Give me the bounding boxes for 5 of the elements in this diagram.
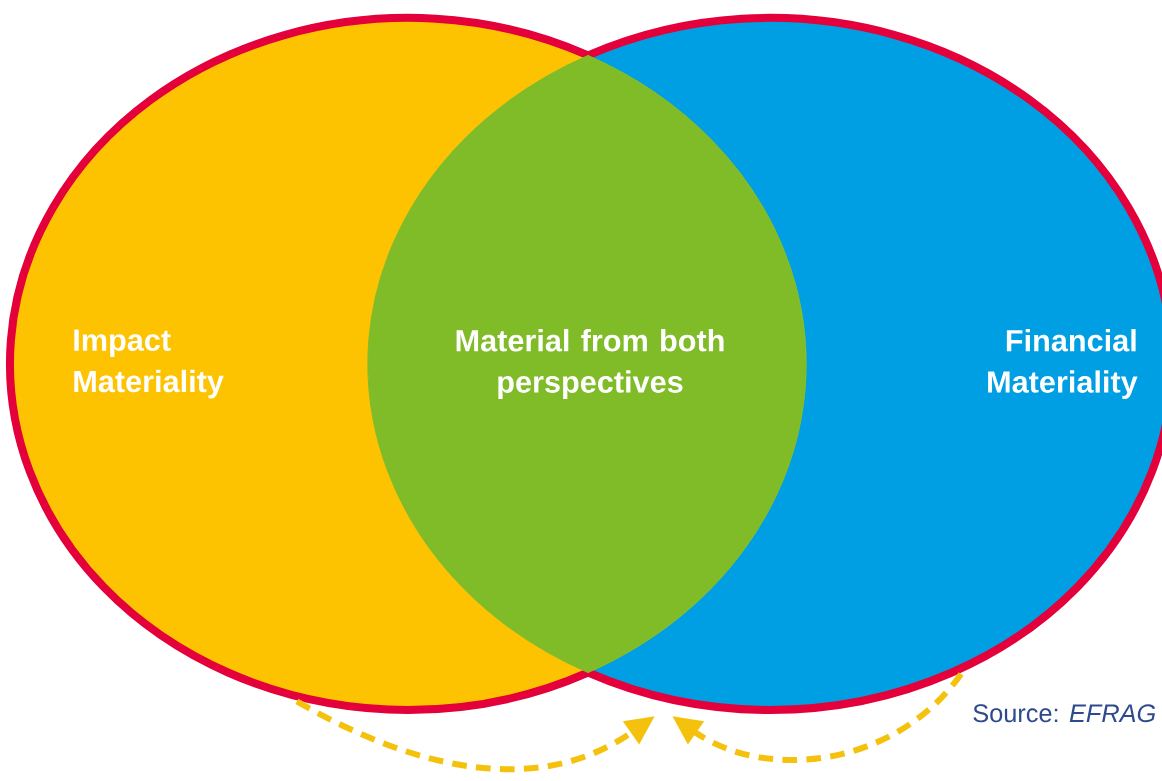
region-label: Material from both perspectives [456, 329, 724, 399]
circle-label: Impact Materiality [74, 329, 224, 399]
source-note: Source: EFRAG [973, 704, 1156, 723]
circle-label: Financial Materiality [988, 329, 1138, 399]
overlap-region [368, 54, 806, 674]
